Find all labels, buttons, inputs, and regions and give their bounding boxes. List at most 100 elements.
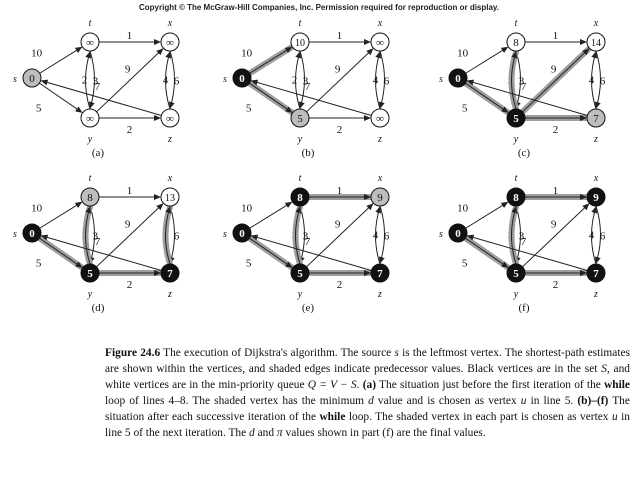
panel-label: (d) bbox=[92, 302, 105, 314]
vertex-circle bbox=[160, 187, 180, 207]
edge-weight-label: 2 bbox=[337, 279, 343, 291]
vertex-distance-label: ∞ bbox=[166, 113, 174, 125]
vertex-name-label: t bbox=[89, 173, 92, 184]
vertex-distance-label: 0 bbox=[455, 73, 461, 85]
vertex-circle bbox=[586, 108, 606, 128]
vertex-circle bbox=[232, 223, 252, 243]
caption-text: value and is chosen as vertex bbox=[377, 395, 517, 407]
vertex-name-label: y bbox=[297, 134, 303, 145]
vertex-name-label: x bbox=[593, 18, 599, 29]
edge-weight-label: 10 bbox=[457, 202, 469, 214]
caption-text: and bbox=[257, 427, 275, 439]
vertex-circle bbox=[290, 32, 310, 52]
vertex-circle bbox=[586, 187, 606, 207]
vertex-distance-label: 9 bbox=[377, 192, 383, 204]
edge-weight-label: 7 bbox=[305, 236, 311, 248]
vertex-name-label: x bbox=[167, 173, 173, 184]
graph-edge bbox=[378, 205, 385, 264]
vertex-distance-label: 0 bbox=[239, 73, 245, 85]
vertex-name-label: z bbox=[377, 134, 382, 145]
graph-edge bbox=[306, 48, 374, 113]
graph-edge bbox=[511, 206, 518, 265]
graph-edge bbox=[96, 203, 164, 268]
graph-edge bbox=[96, 48, 164, 113]
edge-weight-label: 1 bbox=[553, 30, 559, 42]
vertex-name-label: s bbox=[13, 229, 17, 240]
vertex-name-label: y bbox=[87, 289, 93, 300]
vertex-circle bbox=[370, 187, 390, 207]
caption-var-u: u bbox=[520, 395, 527, 407]
caption-text: The situation after each successive iter… bbox=[105, 395, 630, 423]
edge-weight-label: 3 bbox=[519, 231, 525, 243]
vertex-name-label: s bbox=[439, 229, 443, 240]
vertex-distance-label: 0 bbox=[29, 73, 35, 85]
vertex-circle bbox=[370, 108, 390, 128]
edge-weight-label: 6 bbox=[174, 76, 180, 88]
edge-weight-label: 10 bbox=[31, 47, 43, 59]
edge-weight-label: 5 bbox=[462, 103, 468, 115]
caption-keyword-while: while bbox=[604, 379, 630, 391]
graph-edge bbox=[39, 82, 83, 113]
vertex-name-label: z bbox=[593, 289, 598, 300]
vertex-circle bbox=[506, 108, 526, 128]
edge-weight-label: 9 bbox=[335, 63, 341, 75]
vertex-distance-label: 7 bbox=[593, 113, 599, 125]
graph-edge bbox=[39, 46, 83, 74]
graph-edge bbox=[165, 51, 172, 110]
edge-weight-label: 6 bbox=[384, 76, 390, 88]
graph-edge bbox=[40, 79, 162, 116]
vertex-circle bbox=[80, 108, 100, 128]
vertex-name-label: y bbox=[297, 289, 303, 300]
vertex-distance-label: 8 bbox=[297, 192, 303, 204]
vertex-name-label: y bbox=[513, 134, 519, 145]
caption-var-s: s bbox=[394, 347, 399, 359]
graph-edge bbox=[591, 206, 598, 265]
edge-weight-label: 1 bbox=[127, 185, 133, 197]
vertex-circle bbox=[80, 263, 100, 283]
panel-label: (b) bbox=[302, 147, 315, 159]
vertex-distance-label: ∞ bbox=[376, 113, 384, 125]
caption-text: The execution of Dijkstra's algorithm. T… bbox=[163, 347, 392, 359]
vertex-distance-label: 8 bbox=[87, 192, 93, 204]
vertex-circle bbox=[290, 263, 310, 283]
vertex-circle bbox=[506, 187, 526, 207]
caption-var-d: d bbox=[368, 395, 374, 407]
graph-edge bbox=[39, 237, 83, 268]
edge-weight-label: 7 bbox=[521, 81, 527, 93]
vertex-circle bbox=[232, 68, 252, 88]
vertex-circle bbox=[22, 223, 42, 243]
vertex-name-label: x bbox=[167, 18, 173, 29]
edge-weight-label: 2 bbox=[292, 75, 298, 87]
caption-figure-label: Figure 24.6 bbox=[105, 347, 161, 359]
vertex-circle bbox=[586, 32, 606, 52]
graph-edge bbox=[85, 51, 92, 110]
vertex-circle bbox=[22, 68, 42, 88]
edge-weight-label: 2 bbox=[337, 124, 343, 136]
caption-text: in line 5. bbox=[530, 395, 574, 407]
vertex-name-label: t bbox=[89, 18, 92, 29]
graph-edge bbox=[165, 206, 172, 265]
edge-weight-label: 9 bbox=[335, 218, 341, 230]
panel-label: (e) bbox=[302, 302, 315, 314]
edge-weight-label: 5 bbox=[246, 103, 252, 115]
edge-weight-label: 1 bbox=[337, 185, 343, 197]
caption-text: The situation just before the first iter… bbox=[379, 379, 601, 391]
graph-edge bbox=[466, 79, 588, 116]
vertex-distance-label: 7 bbox=[167, 268, 173, 280]
edge-weight-label: 3 bbox=[303, 76, 309, 88]
vertex-name-label: t bbox=[515, 18, 518, 29]
graph-edge bbox=[594, 205, 601, 264]
edge-weight-label: 9 bbox=[551, 218, 557, 230]
graph-edge bbox=[522, 48, 590, 113]
graph-edge bbox=[306, 203, 374, 268]
vertex-circle bbox=[506, 32, 526, 52]
vertex-distance-label: 5 bbox=[87, 268, 93, 280]
vertex-circle bbox=[448, 223, 468, 243]
vertex-distance-label: 0 bbox=[29, 228, 35, 240]
vertex-name-label: t bbox=[299, 173, 302, 184]
edge-weight-label: 3 bbox=[93, 231, 99, 243]
edge-weight-label: 2 bbox=[82, 75, 88, 87]
